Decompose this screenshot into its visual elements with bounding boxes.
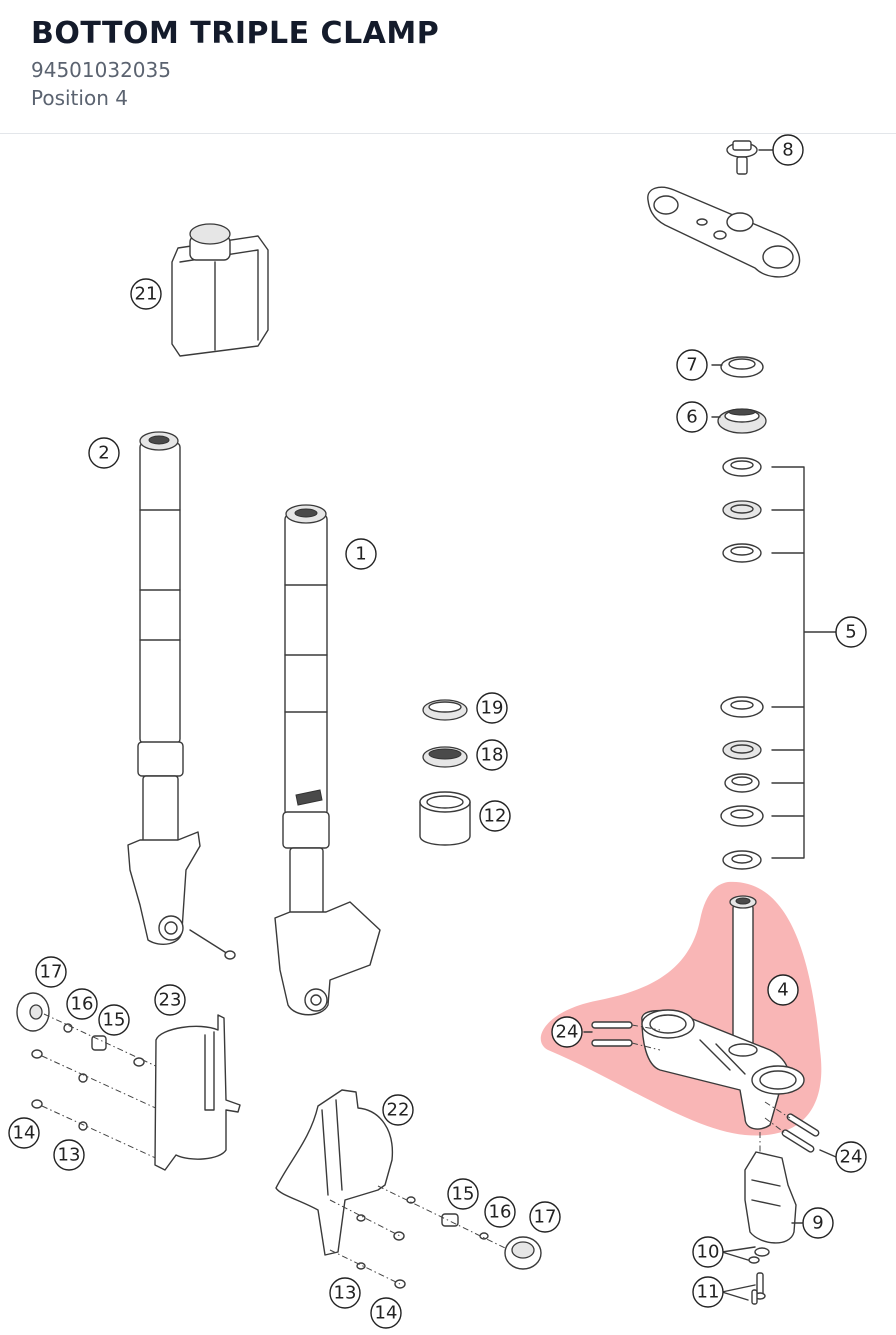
part-6-bearing[interactable] — [717, 408, 767, 434]
callout-19[interactable]: 19 — [476, 692, 508, 724]
callout-17-right[interactable]: 17 — [529, 1201, 561, 1233]
svg-text:15: 15 — [103, 1010, 126, 1031]
callout-14-right[interactable]: 14 — [370, 1297, 402, 1329]
callout-15-left[interactable]: 15 — [98, 1004, 130, 1036]
callout-24-right[interactable]: 24 — [835, 1141, 867, 1173]
callout-6[interactable]: 6 — [676, 401, 708, 433]
svg-text:11: 11 — [697, 1282, 720, 1303]
svg-text:16: 16 — [71, 994, 94, 1015]
svg-text:4: 4 — [777, 980, 788, 1001]
part-10-washer[interactable] — [748, 1247, 770, 1264]
callout-13-left[interactable]: 13 — [53, 1139, 85, 1171]
callout-10[interactable]: 10 — [692, 1236, 724, 1268]
part-2-fork-leg-left[interactable] — [127, 431, 236, 960]
callout-12[interactable]: 12 — [479, 800, 511, 832]
svg-text:13: 13 — [334, 1283, 357, 1304]
part-23-fork-guard-left[interactable] — [154, 1014, 241, 1171]
part-number: 94501032035 — [31, 58, 171, 82]
callout-9[interactable]: 9 — [802, 1207, 834, 1239]
part-8-top-bolt[interactable] — [726, 140, 758, 175]
part-19-seal[interactable] — [422, 699, 468, 721]
callout-leader-lines — [583, 149, 837, 1301]
svg-text:7: 7 — [686, 355, 697, 376]
part-4-bottom-triple-clamp[interactable] — [591, 895, 820, 1155]
part-12-bushing[interactable] — [419, 791, 471, 846]
callout-11[interactable]: 11 — [692, 1276, 724, 1308]
callout-14-left[interactable]: 14 — [8, 1117, 40, 1149]
callout-17-left[interactable]: 17 — [35, 956, 67, 988]
callout-21[interactable]: 21 — [130, 278, 162, 310]
callout-24-left[interactable]: 24 — [551, 1016, 583, 1048]
callout-15-right[interactable]: 15 — [447, 1178, 479, 1210]
highlight-position-4 — [540, 881, 822, 1136]
callout-16-left[interactable]: 16 — [66, 988, 98, 1020]
svg-text:9: 9 — [812, 1213, 823, 1234]
assembly-lines-left — [41, 1013, 161, 1161]
callout-16-right[interactable]: 16 — [484, 1196, 516, 1228]
svg-text:24: 24 — [556, 1022, 579, 1043]
svg-text:22: 22 — [387, 1100, 410, 1121]
part-1-fork-leg-right[interactable] — [274, 504, 381, 1016]
part-11-bolts[interactable] — [751, 1272, 766, 1305]
page-header: BOTTOM TRIPLE CLAMP 94501032035 Position… — [0, 0, 896, 134]
part-13-washers-left[interactable] — [78, 1073, 88, 1131]
callout-5[interactable]: 5 — [835, 616, 867, 648]
svg-text:23: 23 — [159, 990, 182, 1011]
part-7-bearing-ring[interactable] — [720, 356, 764, 378]
svg-text:18: 18 — [481, 745, 504, 766]
svg-text:8: 8 — [782, 140, 793, 161]
svg-text:6: 6 — [686, 407, 697, 428]
svg-text:19: 19 — [481, 698, 504, 719]
part-9-bracket[interactable] — [744, 1151, 797, 1244]
svg-text:2: 2 — [98, 443, 109, 464]
part-14-screws-right[interactable] — [393, 1231, 406, 1289]
svg-text:16: 16 — [489, 1202, 512, 1223]
callout-2[interactable]: 2 — [88, 437, 120, 469]
svg-text:14: 14 — [375, 1303, 398, 1324]
callout-23[interactable]: 23 — [154, 984, 186, 1016]
part-17-cap-left[interactable] — [16, 992, 50, 1032]
position-label: Position 4 — [31, 86, 128, 110]
part-5-bearing-kit[interactable] — [720, 457, 837, 870]
page-title: BOTTOM TRIPLE CLAMP — [31, 16, 440, 51]
svg-text:17: 17 — [534, 1207, 557, 1228]
svg-text:14: 14 — [13, 1123, 36, 1144]
svg-text:13: 13 — [58, 1145, 81, 1166]
callout-22[interactable]: 22 — [382, 1094, 414, 1126]
callout-7[interactable]: 7 — [676, 349, 708, 381]
part-14-screws-left[interactable] — [31, 1049, 43, 1109]
callout-1[interactable]: 1 — [345, 538, 377, 570]
part-22-fork-guard-right[interactable] — [275, 1089, 394, 1256]
callout-18[interactable]: 18 — [476, 739, 508, 771]
svg-text:17: 17 — [40, 962, 63, 983]
svg-text:5: 5 — [845, 622, 856, 643]
part-top-triple-clamp[interactable] — [647, 186, 801, 278]
assembly-lines-right — [329, 1185, 506, 1285]
svg-text:24: 24 — [840, 1147, 863, 1168]
part-17-cap-right[interactable] — [504, 1236, 542, 1270]
svg-text:15: 15 — [452, 1184, 475, 1205]
part-15-spacer-left[interactable] — [91, 1035, 145, 1067]
part-16-washer-left[interactable] — [63, 1023, 73, 1033]
part-21-oil-can[interactable] — [171, 223, 269, 357]
callout-4[interactable]: 4 — [767, 974, 799, 1006]
part-18-seal[interactable] — [422, 746, 468, 768]
svg-text:12: 12 — [484, 806, 507, 827]
callout-13-right[interactable]: 13 — [329, 1277, 361, 1309]
svg-text:21: 21 — [135, 284, 158, 305]
callout-8[interactable]: 8 — [772, 134, 804, 166]
svg-text:10: 10 — [697, 1242, 720, 1263]
svg-text:1: 1 — [355, 544, 366, 565]
part-13-washers-right[interactable] — [356, 1196, 416, 1270]
